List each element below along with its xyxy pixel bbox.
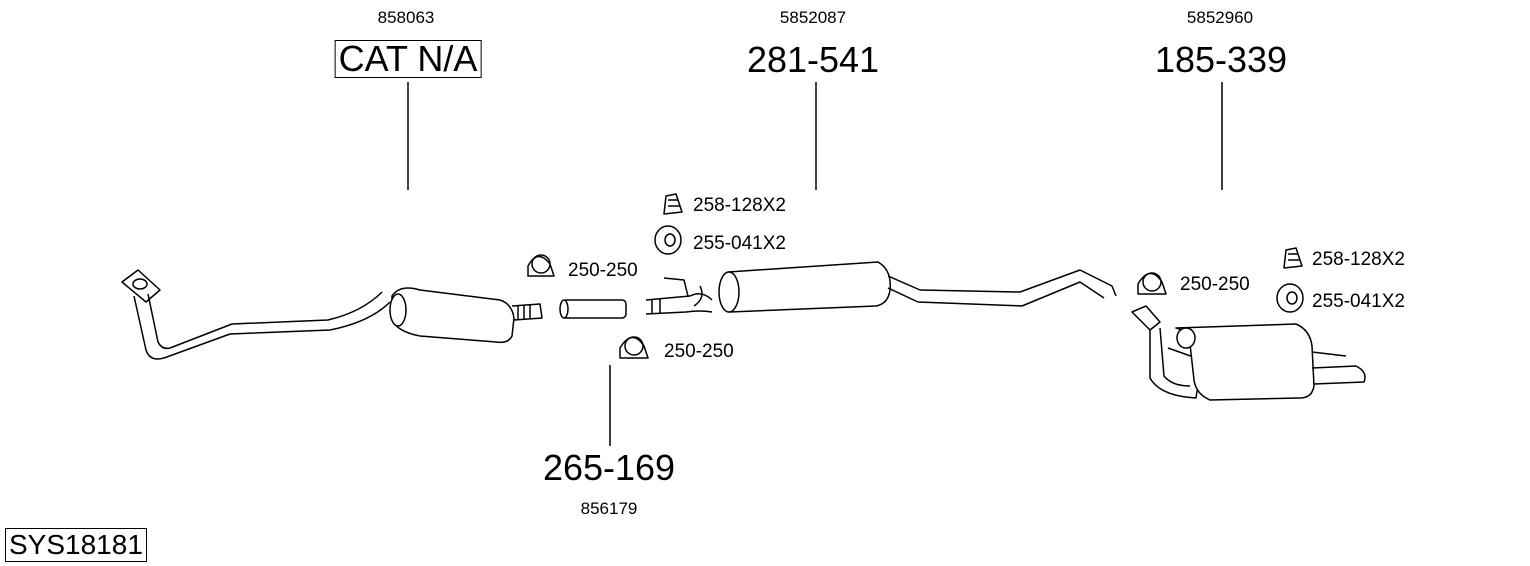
fitting-label-ring-1: 255-041X2 xyxy=(693,233,786,254)
rear-muffler-part xyxy=(1131,305,1366,401)
fitting-label-clamp-1: 250-250 xyxy=(568,260,638,281)
rubber-hanger-icon-2 xyxy=(1283,247,1303,269)
rubber-hanger-icon-1 xyxy=(663,193,683,215)
oem-number-cat: 858063 xyxy=(377,8,435,27)
part-number-rear-muffler: 185-339 xyxy=(1154,39,1288,80)
oem-number-middle-muffler: 5852087 xyxy=(779,8,847,27)
clamp-icon-3 xyxy=(1137,272,1167,295)
fitting-label-clamp-2: 250-250 xyxy=(664,341,734,362)
fitting-label-clamp-3: 250-250 xyxy=(1180,274,1250,295)
clamp-icon-2 xyxy=(619,336,649,359)
connection-pipe-part xyxy=(559,299,627,319)
middle-muffler-part xyxy=(718,261,1117,313)
part-number-middle-muffler: 281-541 xyxy=(746,39,880,80)
front-pipe-part xyxy=(121,269,391,360)
part-number-connection-pipe: 265-169 xyxy=(542,447,676,488)
oem-number-connection-pipe: 856179 xyxy=(580,499,638,518)
center-pipe-part xyxy=(645,277,713,315)
system-code: SYS18181 xyxy=(5,528,147,562)
fitting-label-hanger-1: 258-128X2 xyxy=(693,195,786,216)
fitting-label-hanger-2: 258-128X2 xyxy=(1312,249,1405,270)
fitting-label-ring-2: 255-041X2 xyxy=(1312,291,1405,312)
part-number-cat: CAT N/A xyxy=(334,40,482,78)
rubber-ring-icon-1 xyxy=(654,225,682,255)
clamp-icon-1 xyxy=(527,254,555,277)
rubber-ring-icon-2 xyxy=(1276,283,1304,313)
oem-number-rear-muffler: 5852960 xyxy=(1186,8,1254,27)
catalytic-converter-part xyxy=(389,287,543,344)
